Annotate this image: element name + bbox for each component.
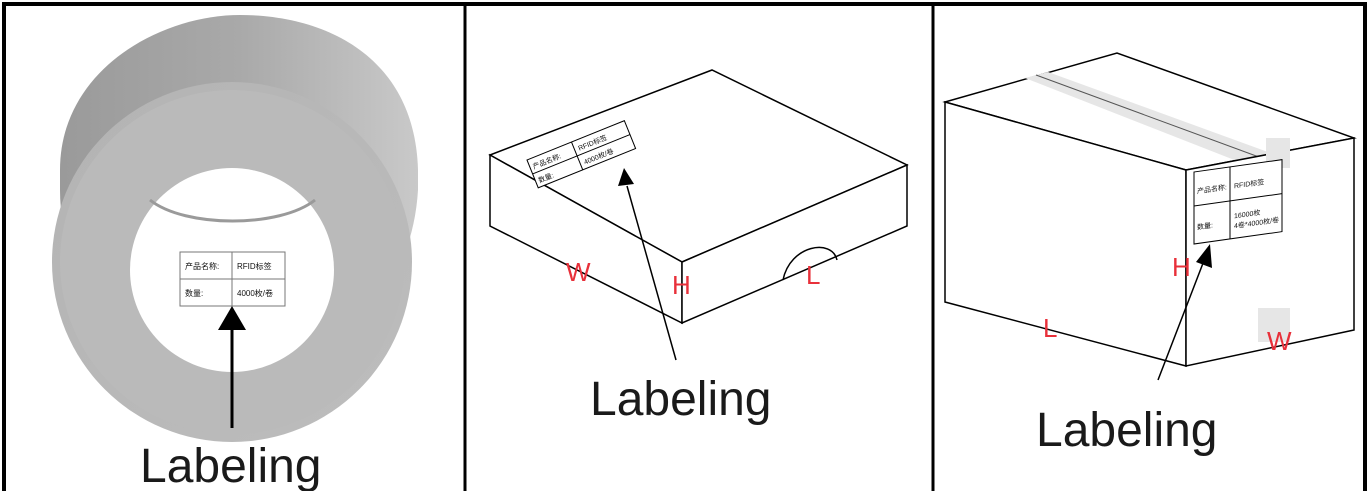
box-thumb-cutout — [782, 246, 838, 281]
box-dim-w: W — [566, 257, 591, 287]
roll-label-val1: RFID标签 — [237, 261, 272, 271]
roll-label-key1: 产品名称: — [185, 261, 219, 271]
box-arrow — [626, 185, 677, 361]
roll-core-inner-edge — [149, 198, 316, 223]
box-dim-h: H — [672, 270, 691, 300]
carton-arrow-head — [1196, 244, 1212, 268]
box-caption: Labeling — [590, 373, 772, 426]
roll-label-key2: 数量: — [185, 288, 203, 298]
carton-arrow — [1157, 257, 1206, 381]
roll-label: 产品名称: RFID标签 数量: 4000枚/卷 — [179, 251, 286, 307]
box-label: 产品名称: RFID标签 数量: 4000枚/卷 — [526, 120, 637, 189]
roll-arrow-head — [218, 306, 246, 330]
carton-tape — [1025, 72, 1290, 172]
carton-label: 产品名称: RFID标签 数量: 16000枚 4卷*4000枚/卷 — [1193, 159, 1283, 245]
carton-dim-l: L — [1043, 313, 1057, 343]
panel-carton: 产品名称: RFID标签 数量: 16000枚 4卷*4000枚/卷 L H W… — [942, 52, 1357, 457]
carton-tape-seam — [1035, 74, 1279, 165]
box-dim-l: L — [806, 260, 820, 290]
carton-label-key2: 数量: — [1197, 220, 1213, 231]
carton-dim-w: W — [1267, 326, 1292, 356]
panel-roll: 产品名称: RFID标签 数量: 4000枚/卷 Labeling — [52, 15, 418, 491]
panel-flat-box: 产品名称: RFID标签 数量: 4000枚/卷 W H L Labeling — [488, 69, 909, 426]
carton-caption: Labeling — [1036, 404, 1218, 457]
box-right-face — [681, 163, 908, 325]
box-arrow-head — [618, 168, 634, 186]
roll-caption: Labeling — [140, 440, 322, 491]
carton-tape-bottom — [1258, 308, 1290, 342]
carton-dim-h: H — [1172, 252, 1191, 282]
roll-label-val2: 4000枚/卷 — [237, 288, 273, 298]
